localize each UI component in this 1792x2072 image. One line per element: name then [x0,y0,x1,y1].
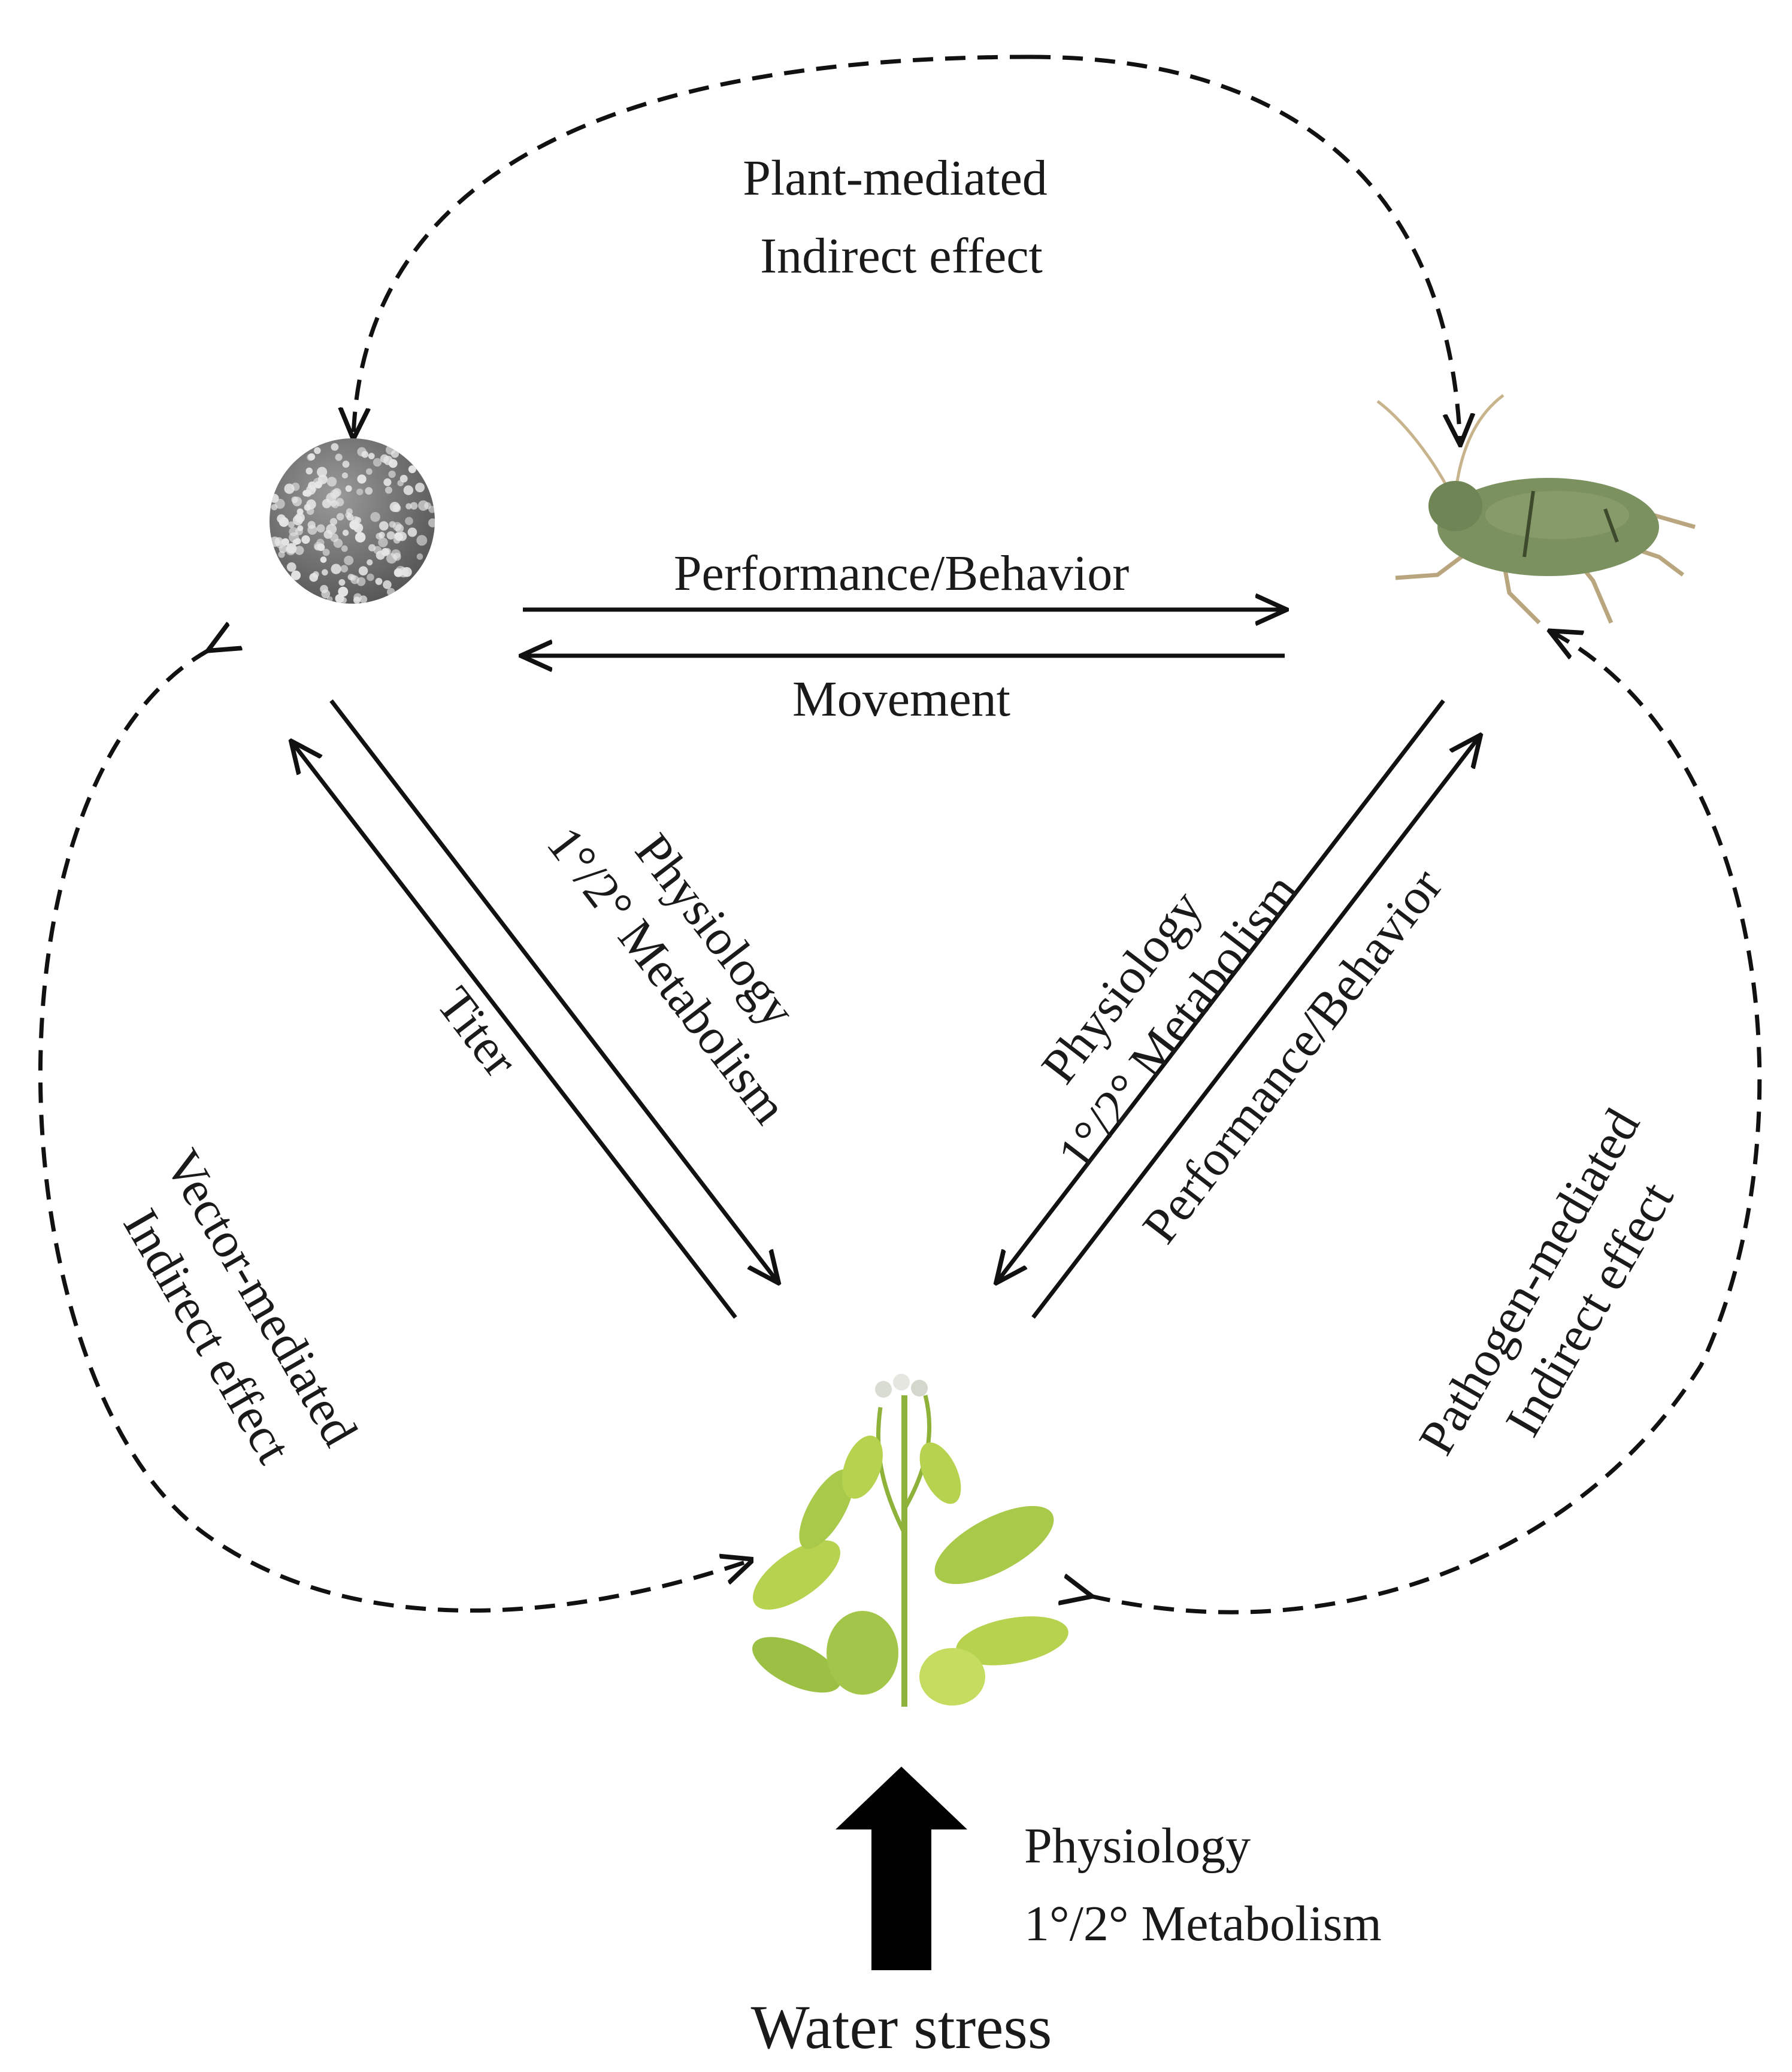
aphid-icon [1376,394,1696,625]
pathogen-mediated-label: Pathogen-mediated Indirect effect [1408,1089,1714,1497]
water-stress-arrow [836,1767,967,1970]
water-effect-label: Physiology 1°/2° Metabolism [1024,1818,1382,1952]
left-inner-label: Physiology 1°/2° Metabolism [536,777,850,1134]
plant-mediated-arc-left [353,54,1031,437]
top-forward-label: Performance/Behavior [674,546,1129,601]
vector-mediated-label: Vector-mediated Indirect effect [97,1140,374,1499]
plant-icon [752,1371,1068,1707]
virus-particle-icon [270,438,435,604]
right-down-arrow [997,699,1445,1282]
top-back-label: Movement [792,671,1010,727]
pathogen-mediated-arc [1090,632,1762,1614]
vector-mediated-arc [38,650,752,1613]
right-up-arrow [1031,737,1479,1319]
plant-mediated-label: Plant-mediated Indirect effect [743,150,1060,284]
left-down-arrow [329,699,777,1282]
plant-mediated-arc [1030,54,1460,443]
left-up-arrow [292,743,737,1319]
water-stress-label: Water stress [751,1993,1052,2062]
